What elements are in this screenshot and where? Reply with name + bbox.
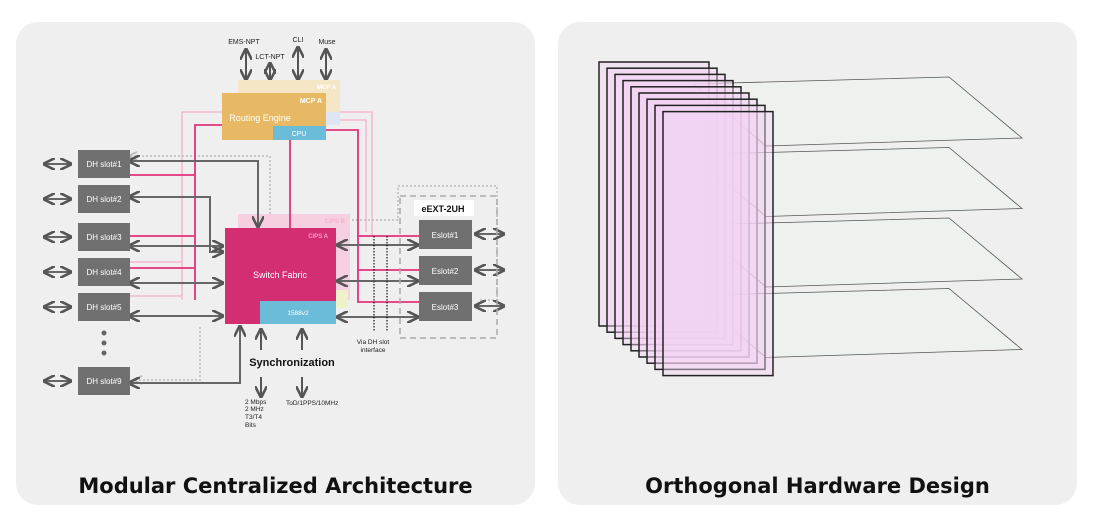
right-panel-title: Orthogonal Hardware Design bbox=[645, 474, 990, 498]
dh-slot-1: DH slot#1 bbox=[78, 150, 130, 178]
line-card bbox=[662, 110, 774, 377]
dh-slots: DH slot#1 DH slot#2 DH slot#3 DH slot#4 … bbox=[78, 150, 130, 395]
eext-title: eEXT-2UH bbox=[421, 204, 464, 214]
label-cli: CLI bbox=[293, 37, 304, 44]
line-card bbox=[654, 104, 766, 371]
switch-fabric-label: Switch Fabric bbox=[253, 270, 308, 280]
dh-slot-interface-lines bbox=[373, 236, 388, 332]
mcp-b-label: MCP A bbox=[317, 85, 337, 91]
line-card-stack bbox=[598, 61, 774, 377]
line-card bbox=[638, 92, 750, 358]
line-card bbox=[614, 73, 726, 340]
active-control-links bbox=[130, 124, 419, 303]
line-card bbox=[630, 86, 742, 352]
sync-output-tod: ToD/1PPS/10MHz bbox=[286, 400, 338, 407]
sync-output: 2 Mbps bbox=[245, 399, 267, 406]
mcp-a-label: MCP A bbox=[300, 98, 322, 105]
eslot-label: Eslot#1 bbox=[432, 231, 459, 240]
midplane-layers bbox=[691, 76, 1024, 358]
synchronization-title: Synchronization bbox=[249, 357, 335, 369]
eslot-3: Eslot#3 bbox=[419, 292, 472, 321]
ellipsis-dots bbox=[101, 330, 107, 356]
line-card bbox=[622, 79, 734, 346]
external-port-arrows bbox=[45, 164, 503, 381]
dh-slot-label: DH slot#1 bbox=[86, 160, 122, 169]
line-card bbox=[646, 98, 758, 364]
label-muse: Muse bbox=[318, 39, 335, 46]
cpu-block bbox=[273, 126, 326, 140]
label-ems-npt: EMS-NPT bbox=[228, 39, 260, 46]
routing-engine-label: Routing Engine bbox=[229, 113, 291, 123]
eslot-label: Eslot#2 bbox=[432, 267, 459, 276]
dh-slot-2: DH slot#2 bbox=[78, 185, 130, 213]
sync-1588v2-block bbox=[260, 301, 336, 324]
dh-slot-label: DH slot#2 bbox=[86, 195, 122, 204]
sync-1588v2-label: 1588v2 bbox=[287, 310, 309, 317]
sync-arrows bbox=[261, 330, 302, 396]
sync-output: T3/T4 bbox=[245, 414, 262, 421]
cpu-label: CPU bbox=[292, 131, 307, 138]
label-lct-npt: LCT-NPT bbox=[255, 54, 285, 61]
mcp-b-cpu bbox=[326, 112, 340, 125]
eslot-2: Eslot#2 bbox=[419, 256, 472, 285]
via-label-2: interface bbox=[361, 347, 386, 354]
sync-output: 2 MHz bbox=[245, 406, 264, 413]
management-arrows bbox=[246, 48, 326, 79]
dh-slot-4: DH slot#4 bbox=[78, 258, 130, 286]
eslot-1: Eslot#1 bbox=[419, 220, 472, 249]
via-label-1: Via DH slot bbox=[357, 339, 390, 346]
eext-title-bg bbox=[414, 200, 474, 216]
left-panel-title: Modular Centralized Architecture bbox=[78, 474, 473, 498]
cips-b-label: CIPS B bbox=[325, 219, 346, 225]
cips-b-sync bbox=[336, 290, 348, 308]
dh-slot-label: DH slot#9 bbox=[86, 377, 122, 386]
dh-slot-label: DH slot#4 bbox=[86, 268, 122, 277]
data-links bbox=[130, 161, 417, 383]
dh-slot-label: DH slot#3 bbox=[86, 233, 122, 242]
dh-slot-3: DH slot#3 bbox=[78, 223, 130, 251]
dh-slot-label: DH slot#5 bbox=[86, 303, 122, 312]
dh-slot-9: DH slot#9 bbox=[78, 367, 130, 395]
sync-output: Bits bbox=[245, 422, 257, 429]
eslot-label: Eslot#3 bbox=[432, 303, 459, 312]
cips-a-label: CIPS A bbox=[308, 234, 328, 240]
dh-slot-5: DH slot#5 bbox=[78, 293, 130, 321]
